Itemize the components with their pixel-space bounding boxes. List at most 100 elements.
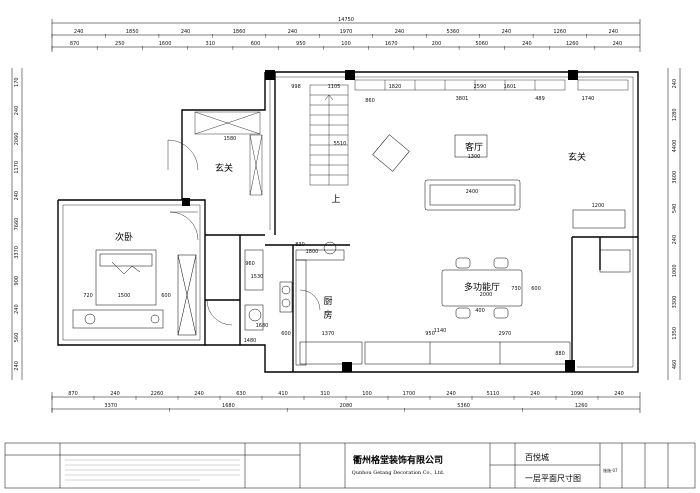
kitchen-fixtures bbox=[244, 241, 631, 366]
dimension-label: 560 bbox=[14, 333, 20, 343]
dimension-label: 1280 bbox=[672, 108, 678, 121]
inner-dimension-label: 3801 bbox=[456, 96, 469, 102]
inner-dimension-label: 950 bbox=[425, 331, 435, 337]
dimension-label: 240 bbox=[181, 29, 191, 35]
dimension-label: 3370 bbox=[104, 403, 117, 409]
inner-dimension-label: 2970 bbox=[499, 331, 512, 337]
dimension-label: 1670 bbox=[385, 41, 398, 47]
inner-dimension-label: 1580 bbox=[224, 136, 237, 142]
dimension-label: 2260 bbox=[151, 391, 164, 397]
inner-dimension-label: 730 bbox=[511, 286, 521, 292]
dimension-label: 1600 bbox=[159, 41, 172, 47]
company-name-cn: 衢州格堂装饰有限公司 bbox=[353, 454, 443, 466]
inner-dimension-label: 1680 bbox=[256, 323, 269, 329]
room-label-kitchen-1: 厨 bbox=[323, 296, 332, 307]
dimension-label: 2060 bbox=[14, 133, 20, 146]
overall-top-dimension: 14750 bbox=[338, 17, 354, 23]
dimension-label: 240 bbox=[395, 29, 405, 35]
dimension-label: 870 bbox=[70, 41, 80, 47]
dimension-label: 1860 bbox=[233, 29, 246, 35]
room-label-foyer-left: 玄关 bbox=[215, 162, 233, 174]
inner-dimension-label: 2590 bbox=[474, 84, 487, 90]
inner-dimension-label: 1500 bbox=[118, 293, 131, 299]
dimension-label: 240 bbox=[194, 391, 204, 397]
dimension-label: 240 bbox=[614, 391, 624, 397]
dimension-label: 900 bbox=[14, 276, 20, 286]
dimension-label: 1700 bbox=[403, 391, 416, 397]
inner-dimension-label: 1370 bbox=[322, 331, 335, 337]
structural-columns bbox=[182, 70, 578, 372]
dimension-label: 250 bbox=[115, 41, 125, 47]
dimension-label: 1260 bbox=[566, 41, 579, 47]
sheet-title: 一层平面尺寸图 bbox=[525, 473, 581, 483]
dimension-label: 240 bbox=[672, 79, 678, 89]
top-dimensions bbox=[51, 19, 641, 52]
dimension-label: 7660 bbox=[14, 218, 20, 231]
dimension-label: 1970 bbox=[340, 29, 353, 35]
inner-dimension-label: 1200 bbox=[592, 203, 605, 209]
room-label-living: 客厅 bbox=[465, 141, 483, 153]
dimension-label: 240 bbox=[609, 29, 619, 35]
inner-dimension-label: 2400 bbox=[466, 189, 479, 195]
room-label-kitchen-2: 房 bbox=[323, 309, 332, 321]
dimension-label: 240 bbox=[530, 391, 540, 397]
dimension-label: 240 bbox=[446, 391, 456, 397]
dimension-label: 5060 bbox=[475, 41, 488, 47]
dimension-label: 600 bbox=[251, 41, 261, 47]
inner-dimension-label: 489 bbox=[535, 96, 545, 102]
dimension-label: 1680 bbox=[222, 403, 235, 409]
room-label-foyer-right: 玄关 bbox=[568, 151, 586, 163]
foyer-cabinets bbox=[194, 111, 263, 196]
dimension-label: 240 bbox=[672, 235, 678, 245]
dimension-label: 240 bbox=[522, 41, 532, 47]
dimension-label: 100 bbox=[341, 41, 351, 47]
dimension-label: 1350 bbox=[672, 327, 678, 340]
dimension-label: 240 bbox=[288, 29, 298, 35]
room-label-multi-function: 多功能厅 bbox=[464, 281, 500, 293]
stairs-up-label: 上 bbox=[331, 194, 340, 205]
inner-dimension-label: 5510 bbox=[334, 141, 347, 147]
project-name: 百悦城 bbox=[525, 452, 549, 462]
dimension-label: 3370 bbox=[14, 246, 20, 259]
top-cabinet bbox=[354, 79, 629, 91]
inner-dimension-label: 600 bbox=[281, 331, 291, 337]
title-block-notes bbox=[65, 459, 240, 481]
inner-dimension-label: 1105 bbox=[328, 84, 341, 90]
inner-dimension-label: 880 bbox=[555, 351, 565, 357]
sheet-number: 施施-07 bbox=[603, 467, 618, 473]
dimension-label: 3300 bbox=[672, 296, 678, 309]
doors bbox=[167, 139, 321, 326]
dimension-label: 240 bbox=[14, 191, 20, 201]
dimension-label: 630 bbox=[236, 391, 246, 397]
inner-dimension-label: 1300 bbox=[468, 154, 481, 160]
dimension-label: 240 bbox=[14, 361, 20, 371]
inner-dimension-label: 1820 bbox=[389, 84, 402, 90]
dimension-label: 310 bbox=[320, 391, 330, 397]
dimension-label: 1090 bbox=[571, 391, 584, 397]
inner-dimension-label: 720 bbox=[83, 293, 93, 299]
inner-dimension-label: 600 bbox=[531, 286, 541, 292]
dimension-label: 100 bbox=[362, 391, 372, 397]
side-dimension-lines bbox=[11, 68, 681, 380]
dimension-label: 240 bbox=[74, 29, 84, 35]
dimension-label: 5360 bbox=[447, 29, 460, 35]
dimension-label: 240 bbox=[502, 29, 512, 35]
dimension-label: 310 bbox=[206, 41, 216, 47]
staircase bbox=[309, 84, 349, 186]
dimension-label: 1170 bbox=[14, 161, 20, 174]
dimension-label: 170 bbox=[14, 77, 20, 87]
walls bbox=[57, 71, 639, 373]
inner-dimension-label: 400 bbox=[475, 308, 485, 314]
dimension-label: 240 bbox=[14, 304, 20, 314]
inner-dimension-label: 1601 bbox=[504, 84, 517, 90]
dimension-label: 5360 bbox=[457, 403, 470, 409]
inner-dimension-label: 2000 bbox=[480, 292, 493, 298]
inner-dimension-label: 1800 bbox=[306, 249, 319, 255]
dimension-label: 1850 bbox=[126, 29, 139, 35]
dimension-label: 5110 bbox=[487, 391, 500, 397]
inner-dimension-label: 1480 bbox=[244, 338, 257, 344]
